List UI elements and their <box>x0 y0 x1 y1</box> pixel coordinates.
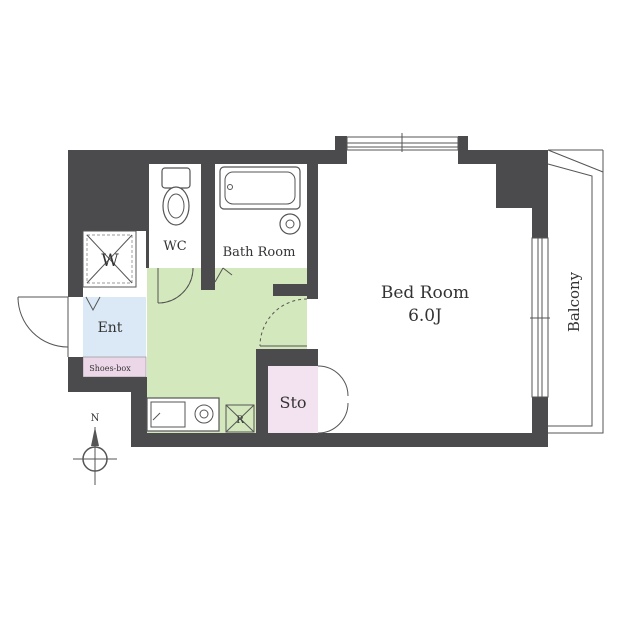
washer-space <box>82 230 137 288</box>
bathroom-label: Bath Room <box>223 245 296 260</box>
fridge-space <box>225 404 255 433</box>
top-window <box>346 133 459 152</box>
kitchen-counter <box>146 397 220 432</box>
bathtub <box>219 166 301 235</box>
washer-label: W <box>101 251 119 271</box>
interior-doors <box>85 267 349 434</box>
bedroom-label: Bed Room <box>381 283 469 303</box>
balcony-label: Balcony <box>565 271 583 332</box>
storage-label: Sto <box>279 393 306 412</box>
entrance-floor <box>83 297 146 357</box>
bedroom-size: 6.0J <box>408 306 442 326</box>
balcony-window <box>530 237 550 398</box>
entrance-label: Ent <box>98 320 123 336</box>
storage-floor <box>268 366 318 434</box>
toilet <box>161 167 191 226</box>
balcony <box>547 149 604 434</box>
fridge-label: R <box>236 415 244 426</box>
walls <box>68 136 548 447</box>
north-label: N <box>91 413 100 424</box>
wc-label: WC <box>163 239 186 254</box>
compass <box>73 427 117 485</box>
shoes-box-label: Shoes-box <box>89 364 131 373</box>
entrance-door <box>17 296 69 357</box>
